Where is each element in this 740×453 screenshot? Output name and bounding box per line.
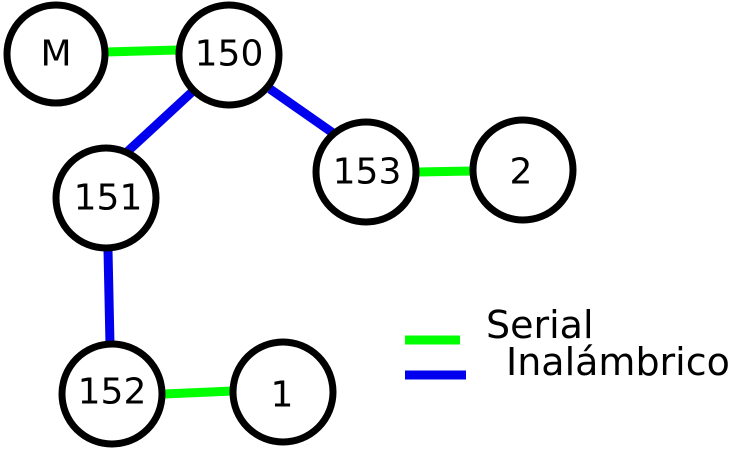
node-M: M: [3, 1, 109, 107]
node-150-label: 150: [195, 34, 264, 75]
legend: Serial Inalámbrico: [405, 303, 730, 384]
edge-153-2: [417, 166, 473, 177]
node-151-label: 151: [74, 178, 143, 219]
edge-M-150: [105, 45, 179, 57]
node-153: 153: [312, 118, 420, 226]
edge-150-153: [267, 85, 336, 137]
edge-150-151: [123, 88, 196, 156]
node-152: 152: [58, 340, 166, 448]
edge-151-152: [103, 249, 115, 346]
node-2-label: 2: [510, 152, 533, 193]
node-151: 151: [52, 144, 160, 252]
legend-serial-label: Serial: [486, 303, 594, 347]
node-152-label: 152: [78, 372, 147, 413]
node-1: 1: [229, 338, 337, 446]
node-M-label: M: [40, 34, 71, 75]
legend-wireless-label: Inalámbrico: [506, 340, 730, 384]
node-150: 150: [175, 1, 283, 109]
node-1-label: 1: [271, 375, 294, 416]
edge-152-1: [163, 386, 234, 399]
node-153-label: 153: [333, 152, 402, 193]
node-2: 2: [469, 116, 577, 224]
